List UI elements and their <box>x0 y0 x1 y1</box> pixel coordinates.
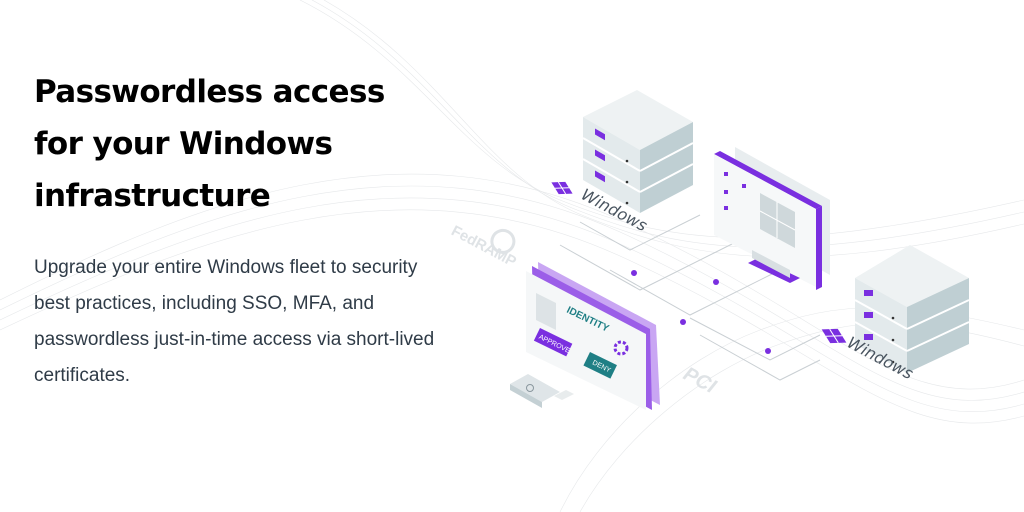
server-stack-top <box>582 90 694 213</box>
monitor <box>714 147 830 290</box>
windows-logo <box>821 328 847 344</box>
identity-card: IDENTITY APPROVE DENY <box>526 262 660 410</box>
hero-title-line: infrastructure <box>34 178 271 214</box>
fedramp-logo: FedRAMP <box>448 222 519 270</box>
security-key-icon <box>510 374 574 408</box>
hero-title-line: for your Windows <box>34 126 333 162</box>
hero-title: Passwordless access for your Windows inf… <box>34 66 454 222</box>
windows-logo <box>551 181 573 195</box>
pci-logo: PCI <box>680 363 720 398</box>
hero-title-line: Passwordless access <box>34 74 385 110</box>
connection-node <box>680 319 686 325</box>
gear-icon <box>613 340 629 356</box>
connection-lines <box>559 214 821 381</box>
connection-node <box>631 270 637 276</box>
avatar-placeholder <box>536 293 556 330</box>
server-stack-right <box>854 245 970 373</box>
hero-description: Upgrade your entire Windows fleet to sec… <box>34 257 435 386</box>
hero-section: Passwordless access for your Windows inf… <box>34 66 454 394</box>
deny-button: DENY <box>583 352 617 379</box>
connection-node <box>765 348 771 354</box>
svg-text:FedRAMP: FedRAMP <box>448 222 519 270</box>
connection-node <box>713 279 719 285</box>
svg-text:PCI: PCI <box>680 363 720 398</box>
